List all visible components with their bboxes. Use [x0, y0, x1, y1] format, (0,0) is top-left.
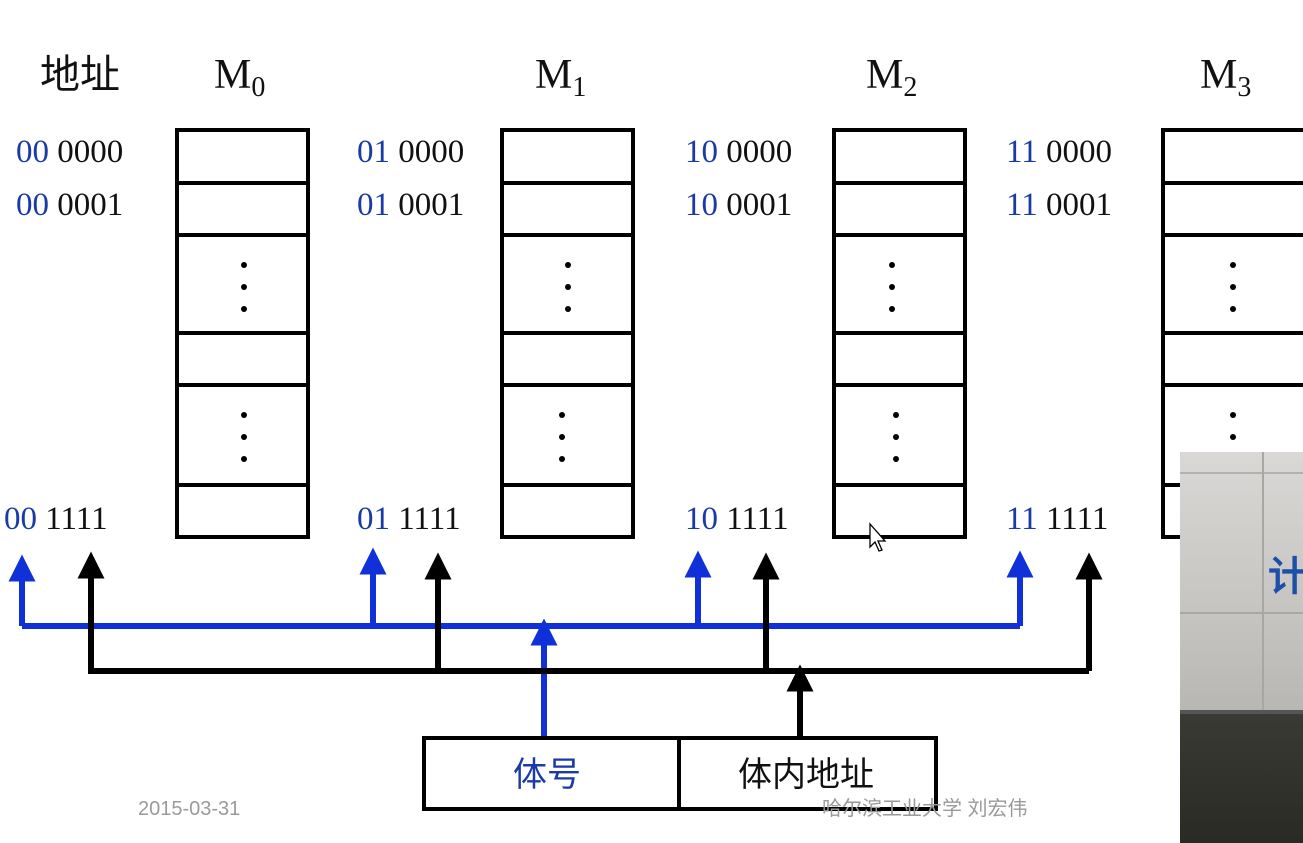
address-label: 01 0000 [357, 134, 464, 170]
address-label: 01 1111 [357, 501, 461, 537]
address-label: 00 0000 [16, 134, 123, 170]
address-label: 10 1111 [685, 501, 789, 537]
webcam-tile-line [1180, 612, 1303, 614]
memory-bank-m2 [832, 128, 967, 539]
webcam-tile-line [1262, 452, 1264, 710]
bank-select-bus [8, 547, 1034, 738]
memory-bank-m1 [500, 128, 635, 539]
footer-date: 2015-03-31 [138, 798, 240, 820]
ellipsis-dots [559, 262, 571, 462]
address-label: 00 0001 [16, 187, 123, 223]
bank-header-m3: M3 [1200, 52, 1251, 103]
bank-number-field: 体号 [513, 755, 581, 795]
address-label: 11 0001 [1006, 187, 1112, 223]
address-label: 10 0000 [685, 134, 792, 170]
offset-address-bus [77, 551, 1103, 738]
address-label: 00 1111 [4, 501, 108, 537]
ellipsis-dots [889, 262, 899, 462]
footer-author: 哈尔滨工业大学 刘宏伟 [822, 797, 1028, 820]
address-label: 01 0001 [357, 187, 464, 223]
address-label: 11 1111 [1006, 501, 1108, 537]
ellipsis-dots [241, 262, 247, 462]
address-register: 体号 体内地址 [422, 736, 938, 811]
webcam-wall [1180, 452, 1303, 710]
webcam-blackboard [1180, 710, 1303, 843]
webcam-sign-text: 计 [1268, 554, 1303, 600]
bank-header-m1: M1 [535, 52, 586, 103]
ellipsis-dots [1230, 262, 1236, 440]
address-header: 地址 [40, 52, 120, 98]
address-label: 10 0001 [685, 187, 792, 223]
memory-bank-m0 [175, 128, 310, 539]
webcam-overlay: 计 [1180, 452, 1303, 843]
in-bank-address-field: 体内地址 [738, 755, 874, 795]
bank-header-m0: M0 [214, 52, 265, 103]
bank-header-m2: M2 [866, 52, 917, 103]
address-label: 11 0000 [1006, 134, 1112, 170]
webcam-tile-line [1180, 472, 1303, 474]
mouse-cursor-icon [869, 522, 887, 552]
